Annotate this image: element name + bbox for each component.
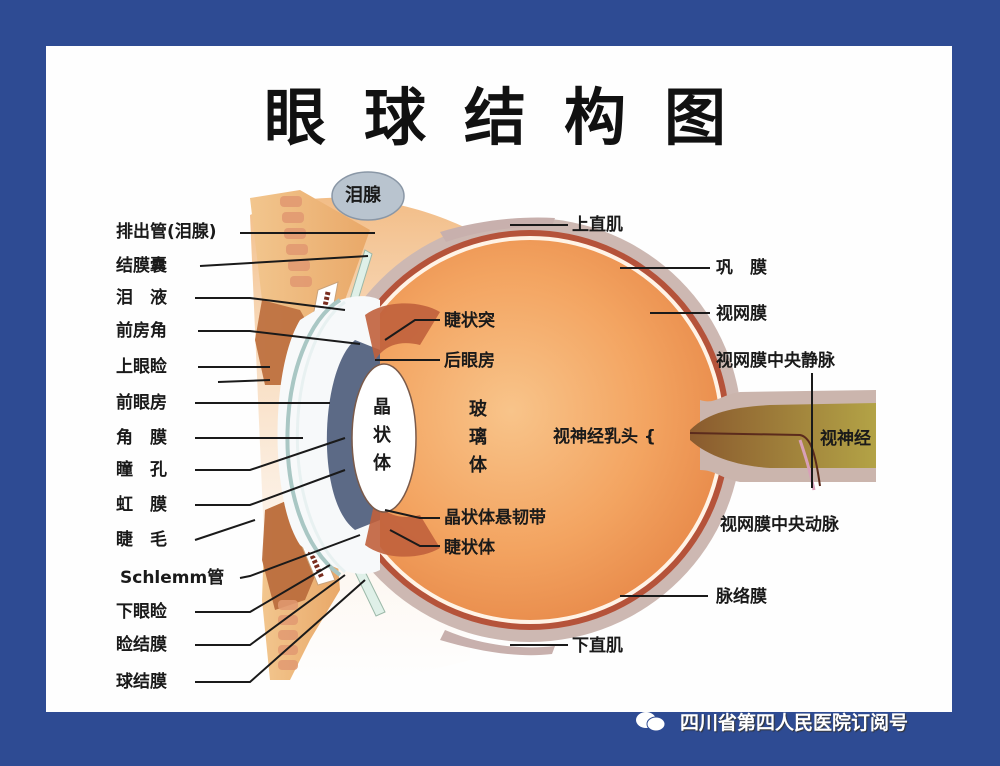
label-central-retinal-vein: 视网膜中央静脉 — [716, 351, 835, 371]
label-optic-disc: 视神经乳头 { — [553, 427, 657, 447]
label-palpebral-conjunctiva: 睑结膜 — [116, 635, 167, 655]
label-lens: 晶 状 体 — [373, 397, 391, 474]
label-anterior-chamber-angle: 前房角 — [116, 321, 167, 341]
watermark-text: 四川省第四人民医院订阅号 — [680, 712, 909, 734]
label-upper-eyelid: 上眼睑 — [116, 357, 167, 377]
label-vitreous: 玻 璃 体 — [469, 399, 487, 476]
page-title: 眼球结构图 — [263, 81, 764, 154]
label-schlemm-canal: Schlemm管 — [120, 568, 225, 588]
leader-lines — [194, 224, 813, 683]
label-eyelash: 睫 毛 — [116, 530, 167, 550]
label-superior-rectus: 上直肌 — [572, 215, 623, 235]
label-posterior-chamber: 后眼房 — [444, 351, 495, 371]
label-central-retinal-artery: 视网膜中央动脉 — [720, 515, 839, 535]
label-ciliary-process: 睫状突 — [444, 311, 495, 331]
label-conjunctival-sac: 结膜囊 — [116, 256, 167, 276]
label-sclera: 巩 膜 — [716, 258, 767, 278]
label-inferior-rectus: 下直肌 — [572, 636, 623, 656]
label-cornea: 角 膜 — [116, 428, 167, 448]
label-excretory-duct: 排出管(泪腺) — [116, 222, 217, 242]
label-ciliary-body: 睫状体 — [444, 538, 495, 558]
label-lower-eyelid: 下眼睑 — [116, 602, 167, 622]
vitreous-shape — [340, 240, 720, 620]
label-pupil: 瞳 孔 — [116, 460, 167, 480]
label-bulbar-conjunctiva: 球结膜 — [116, 672, 167, 692]
lacrimal-gland-shape — [331, 171, 405, 221]
label-zonule: 晶状体悬韧带 — [444, 508, 546, 528]
label-choroid: 脉络膜 — [716, 587, 767, 607]
label-retina: 视网膜 — [716, 304, 767, 324]
optic-nerve-shape — [689, 390, 876, 491]
label-optic-nerve: 视神经 — [820, 429, 871, 449]
wechat-icon — [636, 712, 666, 732]
label-iris: 虹 膜 — [116, 495, 167, 515]
lens-shape — [351, 363, 417, 513]
label-anterior-chamber: 前眼房 — [116, 393, 167, 413]
label-tear-fluid: 泪 液 — [116, 288, 167, 308]
label-lacrimal-gland: 泪腺 — [345, 185, 381, 206]
